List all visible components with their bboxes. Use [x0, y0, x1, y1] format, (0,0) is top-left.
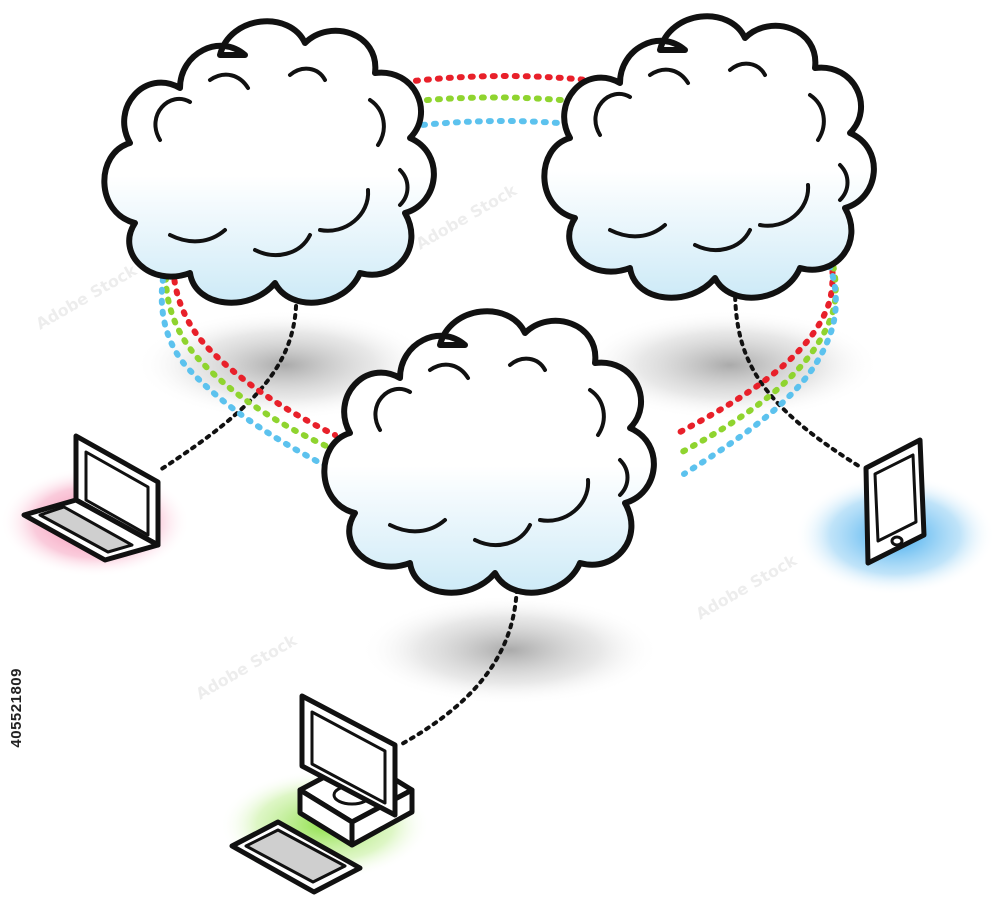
- svg-text:Adobe Stock: Adobe Stock: [33, 260, 141, 333]
- link-cloud-top-right-tablet: [733, 286, 864, 470]
- cloud-top-left: [101, 18, 437, 306]
- link-cloud-top-left-laptop: [158, 286, 299, 472]
- svg-text:Adobe Stock: Adobe Stock: [693, 550, 801, 623]
- link-green-right: [679, 189, 839, 455]
- cloud-icon: [101, 18, 437, 306]
- desktop-computer-icon: [297, 693, 415, 848]
- tablet-icon: [863, 437, 927, 566]
- device-connections: [158, 286, 864, 747]
- cloud-center: [321, 308, 657, 596]
- cloud-top-right: [541, 13, 877, 301]
- link-cloud-center-desktop: [398, 578, 519, 747]
- link-blue-left: [158, 207, 333, 471]
- tablet: [863, 437, 927, 566]
- cloud-icon: [541, 13, 877, 301]
- laptop-icon: [21, 433, 161, 563]
- desktop-computer: [229, 693, 415, 895]
- link-green-top: [402, 94, 603, 107]
- laptop: [21, 433, 161, 563]
- keyboard-icon: [229, 819, 363, 895]
- watermark-asset-id: 405521809: [8, 668, 25, 748]
- ground-shadows: [135, 310, 880, 705]
- link-red-top: [402, 73, 608, 85]
- svg-text:Adobe Stock: Adobe Stock: [193, 630, 301, 703]
- cloud-icon: [321, 308, 657, 596]
